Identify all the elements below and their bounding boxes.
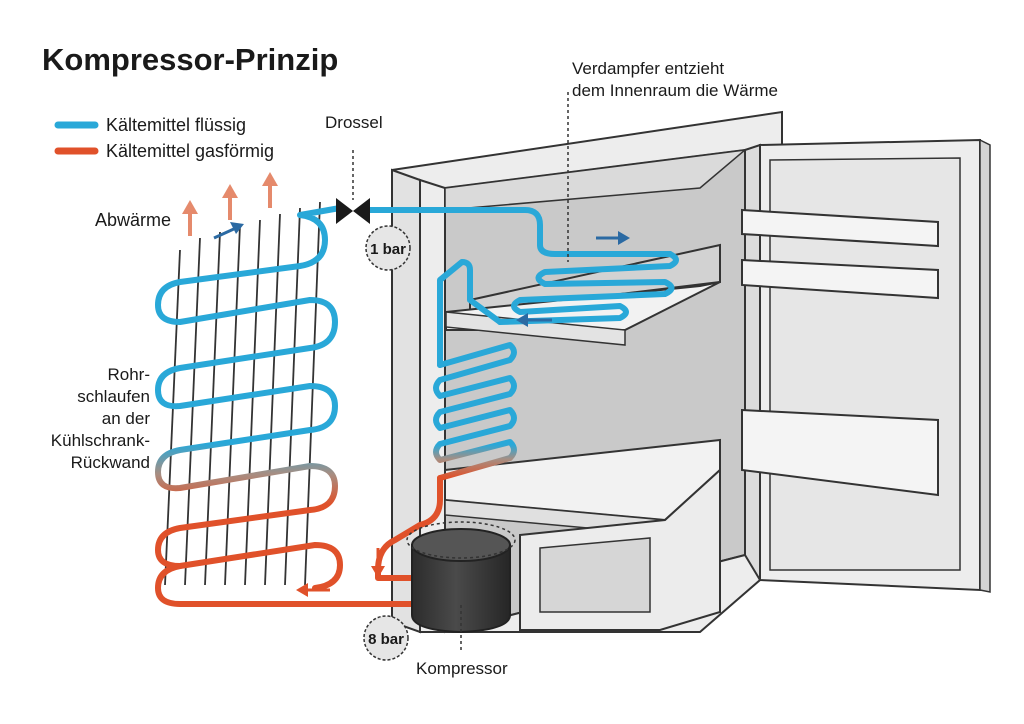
flow-arrow-evaporator-out [516, 313, 552, 327]
evaporator-shelf-edge [445, 311, 626, 346]
back-wall-coil [433, 342, 517, 481]
door-shelf-2 [741, 258, 939, 300]
throttle-left-cone [336, 198, 353, 224]
evaporator-serpentine [497, 251, 679, 325]
condenser [154, 201, 423, 607]
throttle-valve [336, 150, 370, 224]
verdampfer-label-line1: Verdampfer entzieht [572, 59, 724, 78]
drossel-label: Drossel [325, 113, 383, 132]
legend: Kältemittel flüssig Kältemittel gasförmi… [54, 115, 274, 161]
condenser-coil [155, 205, 343, 591]
crisper-box-inner [539, 537, 651, 613]
heat-arrow-2 [222, 184, 238, 220]
pressure-low-badge: 1 bar [365, 225, 411, 271]
verdampfer-label-line2: dem Innenraum die Wärme [572, 81, 778, 100]
rohr-line-1: Rohr- [107, 365, 150, 384]
flow-arrow-evaporator-in [596, 231, 630, 245]
pressure-low-label: 1 bar [370, 241, 406, 258]
pipe-evaporator-return [437, 259, 503, 368]
door-shelf-3 [741, 408, 939, 497]
evaporator-coil [367, 207, 679, 481]
kompressor-label: Kompressor [416, 659, 508, 678]
heat-arrow-1 [182, 200, 198, 236]
pressure-high-badge: 8 bar [363, 615, 409, 661]
abwaerme-label: Abwärme [95, 210, 171, 230]
compressor [406, 521, 516, 650]
flow-arrow-condenser-top [213, 222, 244, 240]
legend-gas-label: Kältemittel gasförmig [106, 141, 274, 161]
heat-arrow-3 [262, 172, 278, 208]
flow-arrows [213, 222, 630, 327]
rohr-line-4: Kühlschrank- [51, 431, 150, 450]
rohr-line-5: Rückwand [71, 453, 150, 472]
flow-arrows-red [296, 548, 385, 597]
pressure-high-label: 8 bar [368, 631, 404, 648]
flow-arrow-to-compressor [371, 548, 385, 578]
rohrschlaufen-label: Rohr- schlaufen an der Kühlschrank- Rück… [51, 365, 151, 472]
fridge-body [391, 110, 991, 634]
rohr-line-2: schlaufen [77, 387, 150, 406]
legend-liquid-label: Kältemittel flüssig [106, 115, 246, 135]
throttle-right-cone [353, 198, 370, 224]
waste-heat-arrows [182, 172, 278, 236]
fridge-ceiling [444, 148, 748, 211]
rohr-line-3: an der [102, 409, 151, 428]
door-shelf-1 [741, 208, 939, 248]
flow-arrow-to-condenser [296, 583, 330, 597]
diagram-title: Kompressor-Prinzip [42, 42, 338, 77]
door-edge [979, 138, 991, 593]
pipe-compressor-to-condenser [154, 563, 423, 607]
pipe-to-evaporator [367, 207, 673, 257]
